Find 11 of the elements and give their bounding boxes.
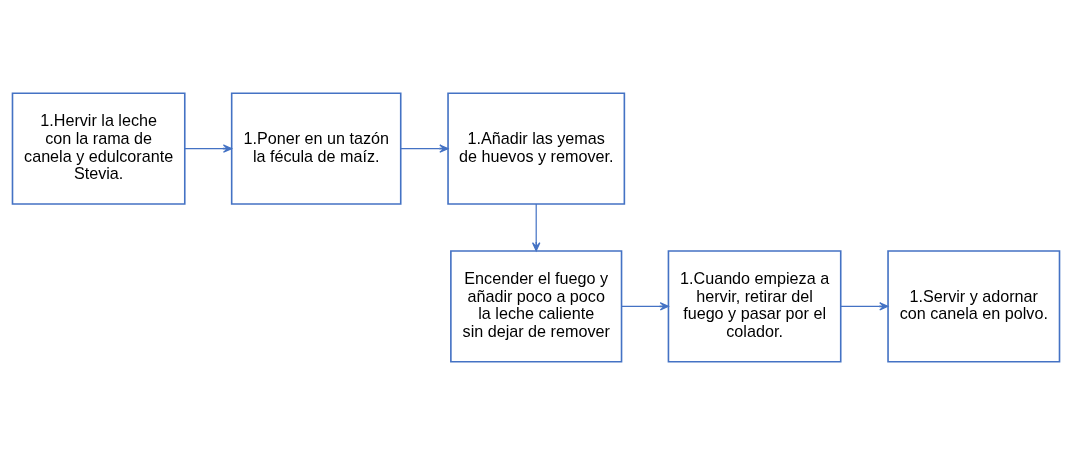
node-box: 1.Añadir las yemas de huevos y remover. — [447, 91, 626, 205]
arrow — [840, 301, 889, 311]
node-box: 1.Cuando empieza a hervir, retirar del fuego y pasar por el colador. — [667, 249, 842, 363]
arrow — [184, 143, 233, 153]
arrow — [531, 202, 541, 251]
node-box: 1.Servir y adornar con canela en polvo. — [887, 249, 1061, 363]
node-box: Encender el fuego y añadir poco a poco la leche caliente sin dejar de remover — [450, 249, 623, 363]
node-box: 1.Hervir la leche con la rama de canela y edulcorante Stevia. — [11, 91, 186, 205]
arrow — [621, 301, 670, 311]
arrow — [400, 143, 449, 153]
node-box: 1.Poner en un tazón la fécula de maíz. — [230, 91, 402, 205]
